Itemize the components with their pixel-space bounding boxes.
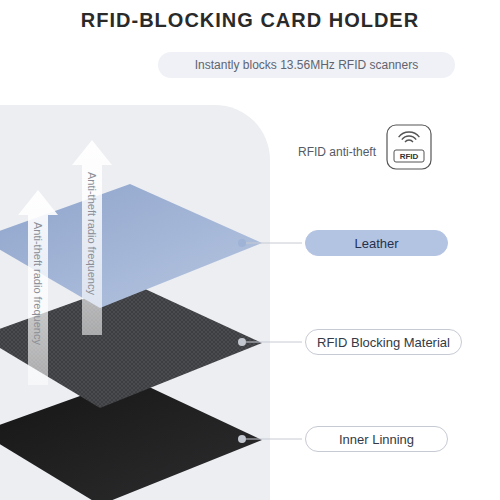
title: RFID-BLOCKING CARD HOLDER bbox=[0, 9, 500, 32]
radio-wave bbox=[405, 140, 413, 142]
arrow-text: Anti-theft radio frequency bbox=[85, 172, 99, 295]
leader-dot bbox=[238, 435, 246, 443]
node-text: Leather bbox=[354, 236, 398, 251]
leader-line bbox=[246, 243, 302, 244]
layer-pill: RFID Blocking Material bbox=[305, 329, 462, 355]
radio-wave bbox=[402, 136, 416, 140]
leader-line bbox=[246, 342, 302, 343]
node-text: RFID Blocking Material bbox=[317, 335, 450, 350]
leader-dot bbox=[238, 239, 246, 247]
inner-lining-layer bbox=[0, 378, 262, 500]
arrow-text: Anti-theft radio frequency bbox=[31, 222, 45, 345]
signal-arrow bbox=[72, 140, 112, 335]
icon-text: RFID bbox=[386, 151, 432, 162]
subtitle-pill: Instantly blocks 13.56MHz RFID scanners bbox=[158, 52, 455, 78]
node-text: Inner Linning bbox=[339, 432, 414, 447]
node-text: Instantly blocks 13.56MHz RFID scanners bbox=[195, 58, 418, 72]
icon-outline bbox=[386, 124, 432, 170]
icon-caption: RFID anti-theft bbox=[298, 145, 376, 159]
radio-wave bbox=[399, 132, 420, 137]
leader-dot bbox=[238, 338, 246, 346]
signal-arrow bbox=[18, 190, 58, 385]
leader-line bbox=[246, 439, 302, 440]
layer-pill: Leather bbox=[305, 230, 448, 256]
rfid-icon: RFID bbox=[386, 124, 432, 170]
layer-pill: Inner Linning bbox=[305, 426, 448, 452]
icon-frame bbox=[387, 125, 431, 169]
